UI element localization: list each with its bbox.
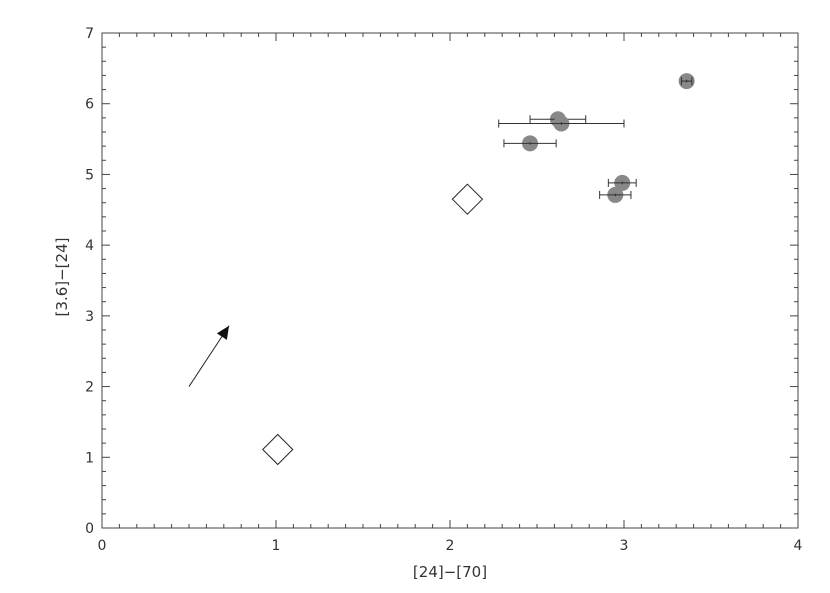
diamond-point — [451, 183, 484, 215]
y-tick-label: 3 — [85, 309, 94, 325]
y-tick-label: 0 — [85, 521, 94, 537]
arrow-head — [216, 325, 230, 340]
y-axis-label: [3.6]−[24] — [53, 238, 71, 317]
y-tick-label: 5 — [85, 167, 94, 183]
y-tick-label: 2 — [85, 380, 94, 396]
x-tick-label: 3 — [620, 538, 629, 554]
y-tick-label: 4 — [85, 238, 94, 254]
plot-frame — [101, 32, 799, 529]
x-axis-label: [24]−[70] — [413, 563, 487, 581]
y-tick-label: 6 — [85, 97, 94, 113]
x-tick-label: 2 — [446, 538, 455, 554]
x-tick-label: 0 — [98, 538, 107, 554]
plot-marks — [188, 73, 695, 466]
diamond-point — [262, 433, 294, 466]
y-tick-label: 7 — [85, 26, 94, 42]
y-tick-label: 1 — [85, 450, 94, 466]
x-tick-label: 1 — [272, 538, 281, 554]
x-tick-label: 4 — [794, 538, 803, 554]
plot-axes: 0 1 2 3 4 0 1 2 3 4 5 6 7 — [85, 26, 802, 554]
